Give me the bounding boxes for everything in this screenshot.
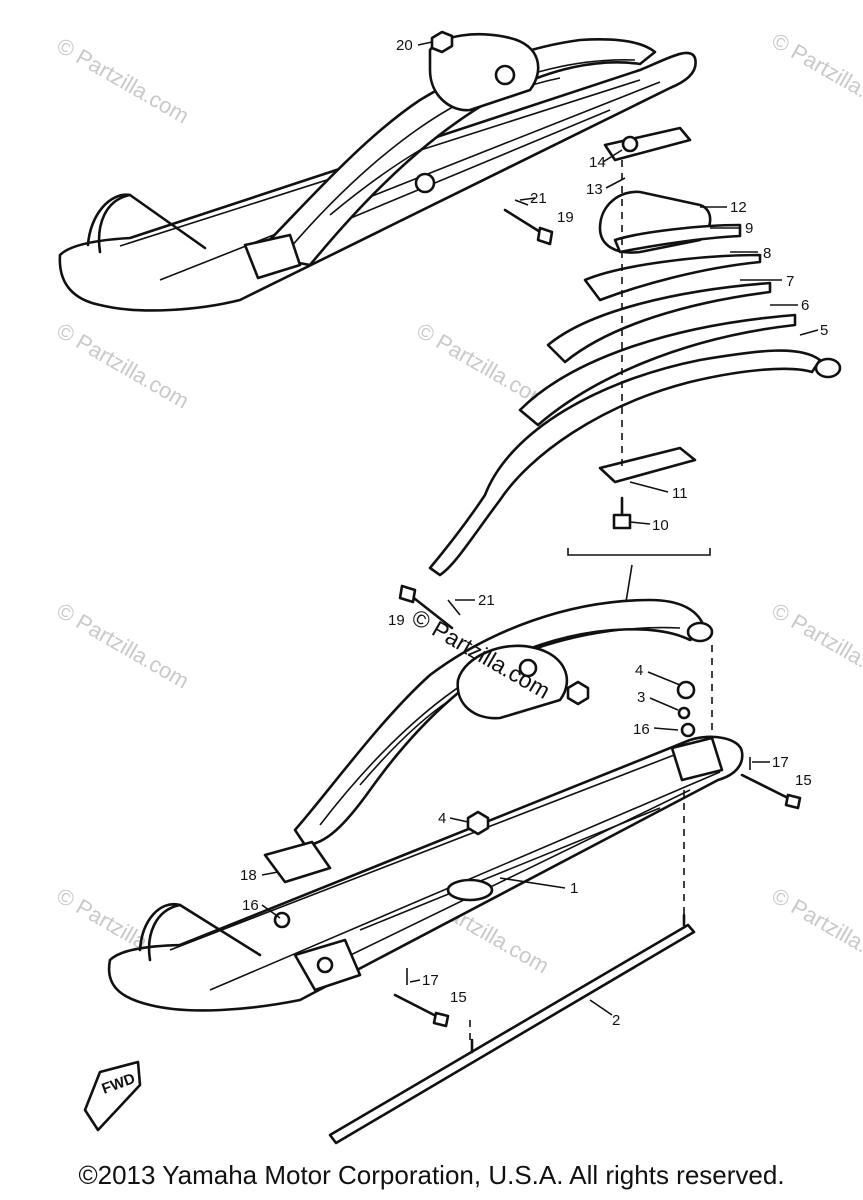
bottom-rear-mount <box>670 736 724 782</box>
watermark-9: © Partzilla.com <box>768 883 863 979</box>
callout-7: 7 <box>786 273 794 290</box>
wear-bar-2 <box>328 913 696 1145</box>
nut-bottom-clamp <box>566 680 590 706</box>
top-clamp-bolt <box>494 64 516 86</box>
callout-17-right: 17 <box>772 754 789 771</box>
top-leaf-spring <box>253 38 657 267</box>
watermark-2: © Partzilla.com <box>768 28 863 124</box>
callout-4-upper: 4 <box>635 662 643 679</box>
callout-18: 18 <box>240 867 257 884</box>
watermark-1: © Partzilla.com <box>53 33 194 129</box>
bolt-15-right <box>740 773 794 802</box>
callout-10: 10 <box>652 517 669 534</box>
callout-1: 1 <box>570 880 578 897</box>
watermark-3: © Partzilla.com <box>53 318 194 414</box>
bottom-ski-loop <box>138 902 262 962</box>
bottom-clamp-block <box>456 644 569 720</box>
callout-20: 20 <box>396 37 413 54</box>
watermark-6: © Partzilla.com <box>768 598 863 694</box>
callout-11: 11 <box>672 485 688 502</box>
spring-leaf-8 <box>583 253 762 302</box>
bottom-leaf-eye <box>686 621 714 643</box>
top-ski-loop <box>86 193 207 254</box>
washer-3 <box>677 706 691 720</box>
callout-5: 5 <box>820 322 828 339</box>
bottom-ski-assembly <box>107 735 744 1012</box>
callout-8: 8 <box>763 245 771 262</box>
callout-12: 12 <box>730 199 747 216</box>
callout-14: 14 <box>589 154 606 171</box>
bolt-19-lower <box>398 584 461 630</box>
slipper-18 <box>263 840 332 884</box>
spring-leaf-9 <box>613 223 742 254</box>
plate-11 <box>598 446 697 484</box>
copyright-notice: ©2013 Yamaha Motor Corporation, U.S.A. A… <box>78 1160 785 1190</box>
spring-leaf-7 <box>546 281 772 364</box>
callout-numbers: 20 14 13 21 19 12 9 8 7 6 5 11 10 21 19 … <box>240 37 828 1029</box>
callout-16-upper: 16 <box>633 721 650 738</box>
callout-19-lower: 19 <box>388 612 405 629</box>
top-clamp-block <box>428 32 540 112</box>
nut-16 <box>680 722 696 738</box>
leaf-5-eye <box>814 357 842 379</box>
callout-16-lower: 16 <box>242 897 259 914</box>
callout-6: 6 <box>801 297 809 314</box>
nut-20 <box>430 30 454 54</box>
callout-17-left: 17 <box>422 972 439 989</box>
callout-2: 2 <box>612 1012 620 1029</box>
grouping-bracket <box>567 548 711 556</box>
bottom-spring-assembly <box>263 598 714 884</box>
spring-leaf-6 <box>518 313 797 427</box>
right-hardware <box>676 645 802 915</box>
top-front-bracket <box>243 233 302 280</box>
callout-13: 13 <box>586 181 603 198</box>
left-hardware <box>393 968 471 1045</box>
bolt-10 <box>612 496 632 530</box>
spring-leaf-5 <box>428 349 822 577</box>
fwd-arrow-icon: FWD <box>83 1060 142 1132</box>
bottom-ski-body <box>107 735 744 1012</box>
plate-14 <box>603 126 692 162</box>
top-ski-assembly <box>58 30 697 312</box>
watermark-5: © Partzilla.com <box>53 598 194 694</box>
exploded-parts <box>428 126 842 609</box>
callout-15-left: 15 <box>450 989 467 1006</box>
callout-19-upper: 19 <box>557 209 574 226</box>
leader-lines <box>261 41 819 1016</box>
top-mid-nut <box>414 172 436 194</box>
callout-9: 9 <box>745 220 753 237</box>
callout-21-lower: 21 <box>478 592 495 609</box>
bolt-19-upper <box>503 199 554 246</box>
washer-4 <box>676 680 696 700</box>
callout-15-right: 15 <box>795 772 812 789</box>
bolt-15-left <box>393 993 442 1020</box>
bottom-mid-pad <box>446 878 494 902</box>
nut-4-ski <box>466 810 490 836</box>
callout-4-lower: 4 <box>438 810 446 827</box>
callout-21-upper: 21 <box>530 190 547 207</box>
callout-3: 3 <box>637 689 645 706</box>
